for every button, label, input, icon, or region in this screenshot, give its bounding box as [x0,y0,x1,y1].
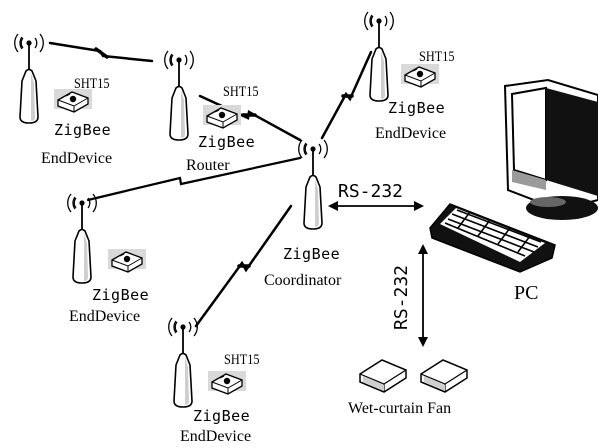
radio-enddevice-top-left [13,33,45,124]
role-label-router: Router [186,157,230,174]
protocol-label-top-right: ZigBee [388,99,446,117]
sensor-chip-mid-left [107,248,147,273]
role-label-mid-left: EndDevice [69,308,141,325]
radio-coordinator [297,139,329,230]
protocol-label-bottom: ZigBee [193,407,251,425]
wet-curtain-box-icon [359,359,407,393]
radio-router [163,50,195,141]
role-label-top-right: EndDevice [375,125,447,142]
sensor-chip-top-right [400,63,440,88]
sensor-chip-router [202,104,242,129]
protocol-label-coordinator: ZigBee [283,245,341,263]
fan-box-icon [420,359,468,393]
role-label-bottom: EndDevice [180,428,252,445]
sensor-label-router: SHT15 [223,84,259,100]
sensor-chip-bottom [207,370,247,395]
sensor-label-top-left: SHT15 [74,76,110,92]
role-label-top-left: EndDevice [41,150,113,167]
protocol-label-router: ZigBee [198,133,256,151]
actuators-label: Wet-curtain Fan [348,400,452,417]
role-label-coordinator: Coordinator [264,272,342,289]
pc-label: PC [514,282,539,304]
sensor-label-top-right: SHT15 [419,49,455,65]
radio-enddevice-bottom [167,317,199,408]
radio-enddevice-mid-left [66,193,98,284]
link-coordinator-enddevice-mid-left [86,156,302,202]
sensor-label-bottom: SHT15 [224,352,260,368]
rs232-label-vertical: RS-232 [391,264,412,330]
rs232-links [328,201,428,347]
pc-monitor-icon [503,78,598,220]
protocol-label-top-left: ZigBee [54,121,112,139]
pc-keyboard-icon [429,203,556,273]
protocol-label-mid-left: ZigBee [92,286,150,304]
sensor-chip-top-left [53,88,93,113]
rs232-label-horizontal: RS-232 [338,181,404,202]
